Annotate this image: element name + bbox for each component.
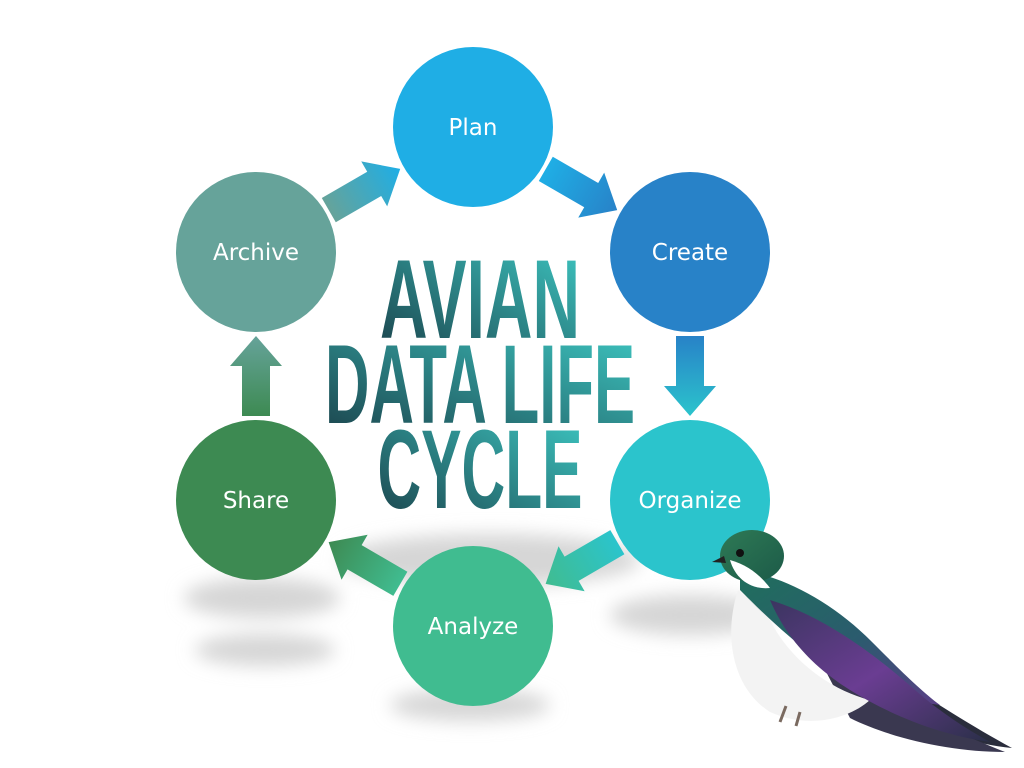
bird-eye xyxy=(736,549,744,557)
bird-beak xyxy=(712,556,726,563)
node-share: Share xyxy=(176,420,336,580)
node-plan: Plan xyxy=(393,47,553,207)
shadow-analyze xyxy=(195,634,335,666)
diagram-title: AVIAN DATA LIFE CYCLE xyxy=(325,237,635,532)
node-create-circle xyxy=(610,172,770,332)
node-organize-label: Organize xyxy=(638,488,741,514)
node-analyze-label: Analyze xyxy=(428,614,519,640)
node-plan-label: Plan xyxy=(449,115,498,141)
node-archive-circle xyxy=(176,172,336,332)
arrow-organize-to-analyze xyxy=(545,530,625,592)
bird-legs xyxy=(778,705,802,727)
node-archive-label: Archive xyxy=(213,240,299,266)
bird-belly xyxy=(731,590,870,721)
node-archive: Archive xyxy=(176,172,336,332)
shadow-share xyxy=(184,578,340,618)
title-line-3: CYCLE xyxy=(378,407,583,532)
arrow-plan-to-create xyxy=(538,156,618,218)
node-share-label: Share xyxy=(223,488,289,514)
node-create: Create xyxy=(610,172,770,332)
arrow-create-to-organize xyxy=(664,336,716,416)
arrow-share-to-archive xyxy=(230,336,282,416)
node-create-label: Create xyxy=(652,240,728,266)
arrow-archive-to-plan xyxy=(321,161,401,223)
node-analyze-circle xyxy=(393,546,553,706)
arrow-analyze-to-share xyxy=(328,534,408,596)
node-plan-circle xyxy=(393,47,553,207)
node-share-circle xyxy=(176,420,336,580)
swallow-bird-icon xyxy=(712,530,1012,752)
title-line-2: DATA LIFE xyxy=(325,322,635,447)
bird-wing xyxy=(770,600,990,742)
title-line-1: AVIAN xyxy=(380,237,580,362)
cycle-arrows xyxy=(230,156,716,596)
shadow-organize xyxy=(610,595,770,635)
bird-cheek xyxy=(730,560,770,589)
node-analyze: Analyze xyxy=(393,546,553,706)
